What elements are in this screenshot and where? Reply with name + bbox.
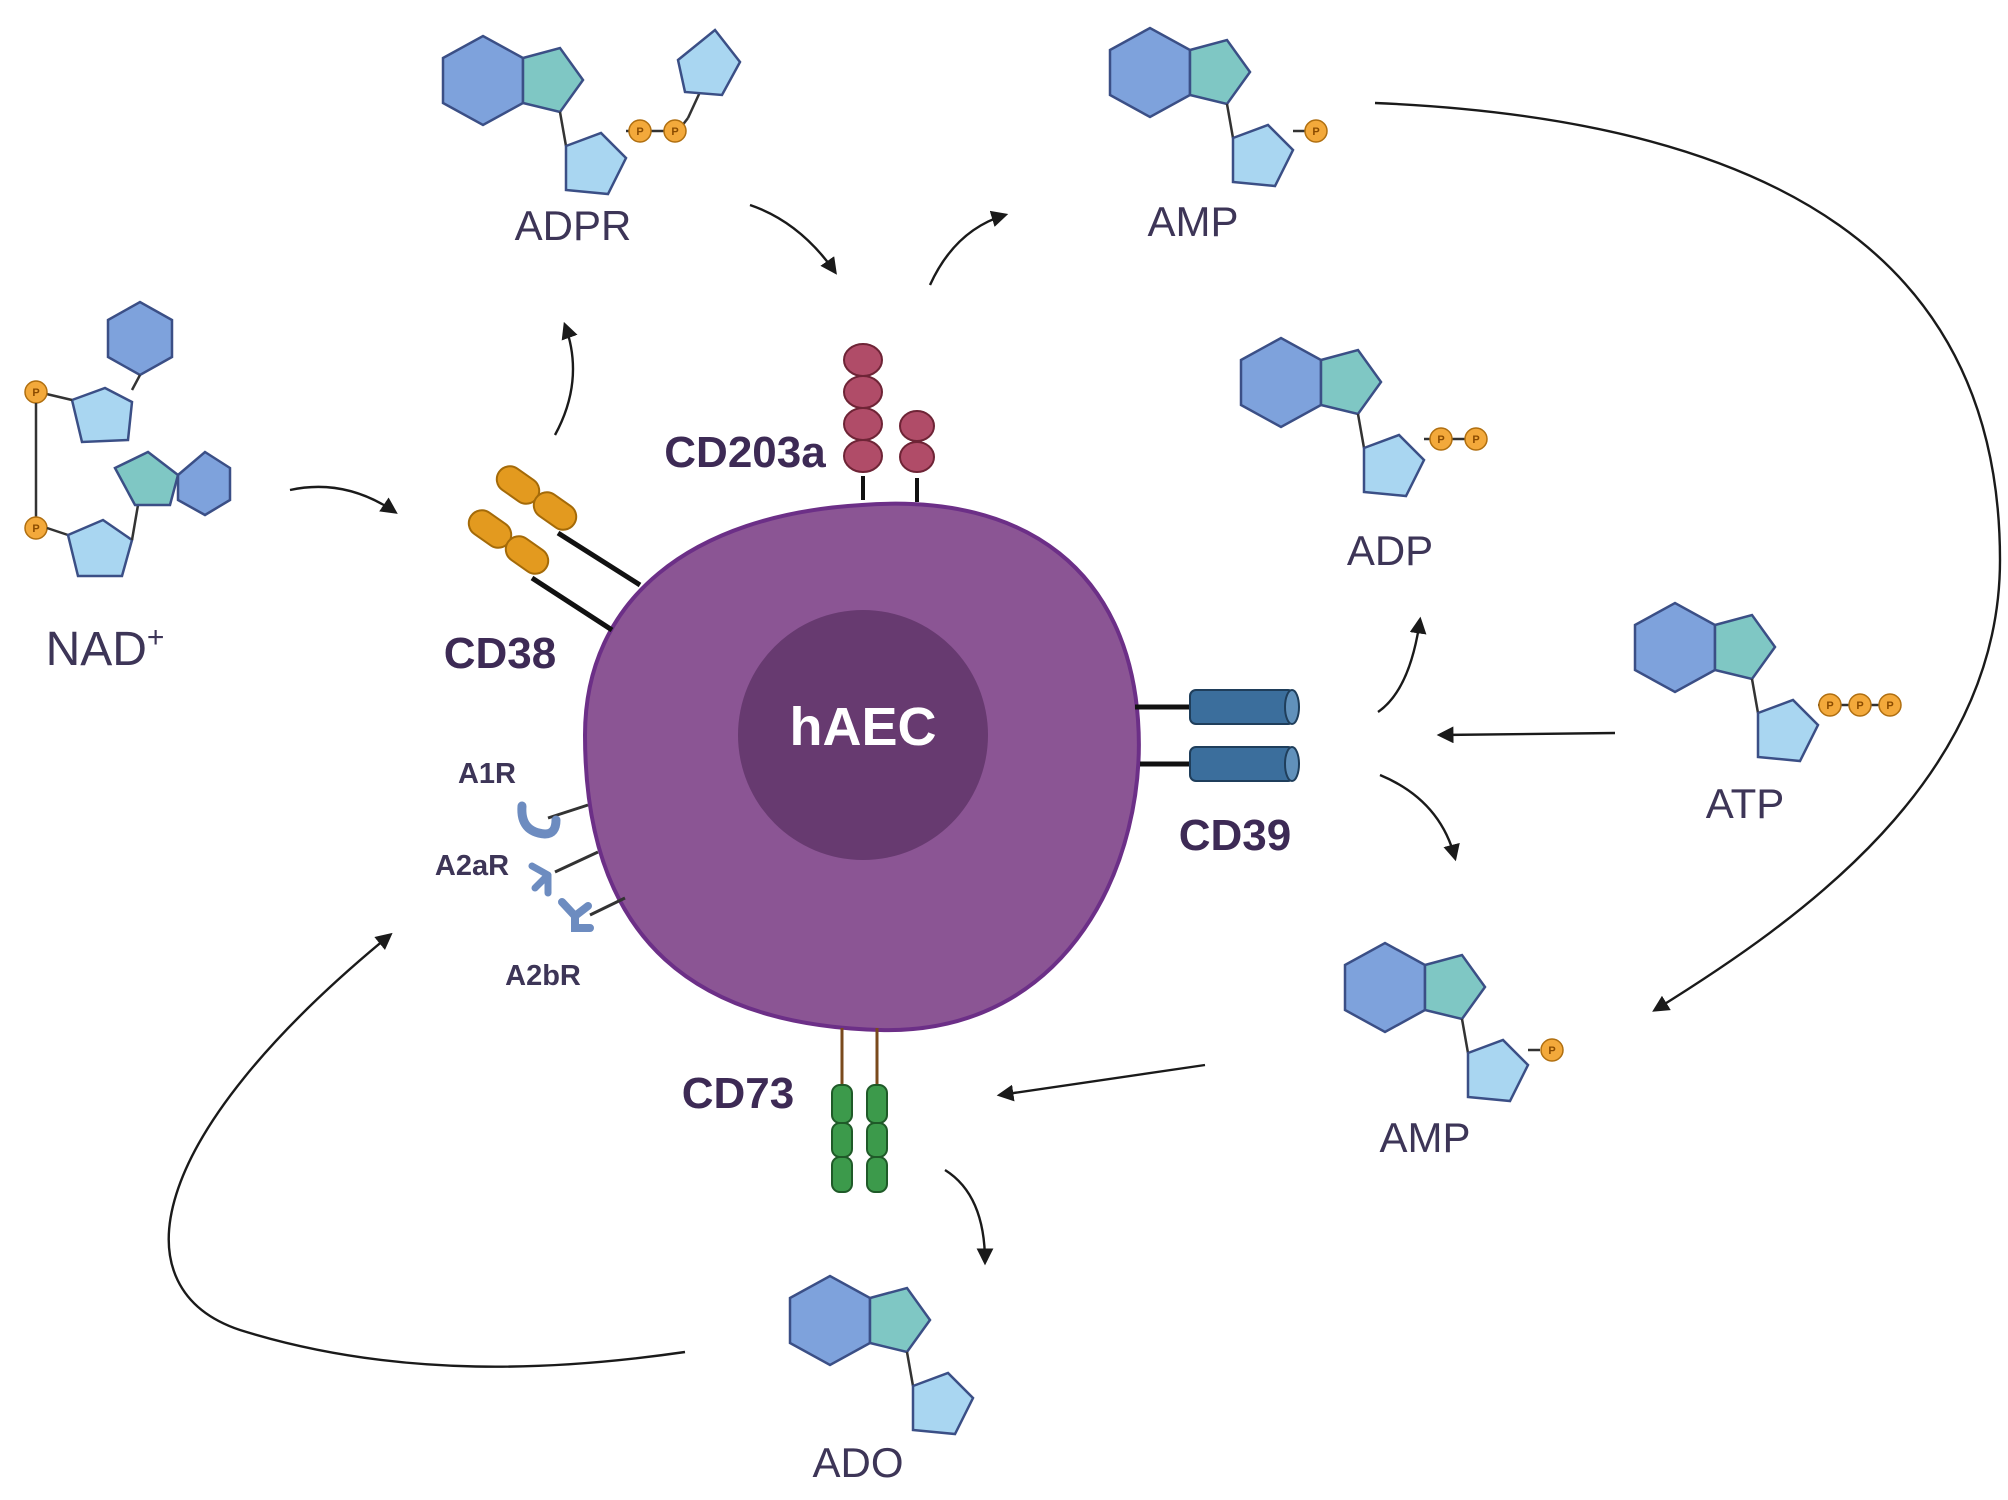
arrow-amp-top-to-amp-right xyxy=(1374,101,2002,1012)
hAEC-cell: hAEC xyxy=(582,501,1141,1033)
cd38-label: CD38 xyxy=(444,629,557,678)
ado-molecule: ADO xyxy=(783,1274,975,1486)
adp-molecule: ADP xyxy=(1234,336,1488,574)
reaction-arrows xyxy=(167,101,2002,1368)
adenosine-receptors: A1R A2aR A2bR xyxy=(435,758,626,992)
arrow-cd38-to-adpr xyxy=(553,321,578,436)
a1r-label: A1R xyxy=(458,758,516,790)
amp-right-label: AMP xyxy=(1379,1114,1470,1161)
a2br-icon xyxy=(558,898,594,932)
adpr-label: ADPR xyxy=(515,202,632,249)
adpr-molecule: ADPR xyxy=(436,28,742,249)
nad-molecule: NAD+ xyxy=(24,300,232,676)
ado-label: ADO xyxy=(812,1439,903,1486)
cell-nucleus xyxy=(738,610,988,860)
arrow-amp-to-cd73 xyxy=(996,1063,1206,1102)
arrow-cd73-to-ado xyxy=(944,1168,994,1266)
arrow-nad-to-cd38 xyxy=(289,485,398,514)
arrow-atp-to-cd39 xyxy=(1436,726,1616,744)
nad-label: NAD+ xyxy=(46,621,165,676)
arrow-cd203a-to-amp xyxy=(928,210,1009,286)
a2ar-label: A2aR xyxy=(435,850,509,882)
amp-top-label: AMP xyxy=(1147,198,1238,245)
amp-right-molecule: AMP xyxy=(1338,941,1564,1161)
nad-superscript: + xyxy=(147,621,165,654)
cd39-label: CD39 xyxy=(1179,811,1292,860)
amp-top-molecule: AMP xyxy=(1103,26,1328,245)
arrow-cd39-to-adp xyxy=(1377,616,1427,713)
a2ar-icon xyxy=(528,862,552,897)
arrow-cd39-to-amp xyxy=(1379,773,1460,862)
cd38-enzyme: CD38 xyxy=(444,465,642,678)
cell-label: hAEC xyxy=(790,697,937,757)
cd203a-label: CD203a xyxy=(664,428,826,477)
cd73-label: CD73 xyxy=(682,1069,795,1118)
a2br-label: A2bR xyxy=(505,960,581,992)
atp-molecule: ATP xyxy=(1628,601,1902,827)
cd39-enzyme: CD39 xyxy=(1135,689,1300,860)
cd203a-enzyme: CD203a xyxy=(664,343,935,502)
arrow-ado-to-receptors xyxy=(167,932,686,1368)
cd73-enzyme: CD73 xyxy=(682,1028,888,1193)
a1r-icon xyxy=(517,801,561,839)
nad-text: NAD xyxy=(46,623,147,676)
atp-label: ATP xyxy=(1706,780,1785,827)
adp-label: ADP xyxy=(1347,527,1433,574)
arrow-adpr-to-cd203a xyxy=(749,203,837,275)
